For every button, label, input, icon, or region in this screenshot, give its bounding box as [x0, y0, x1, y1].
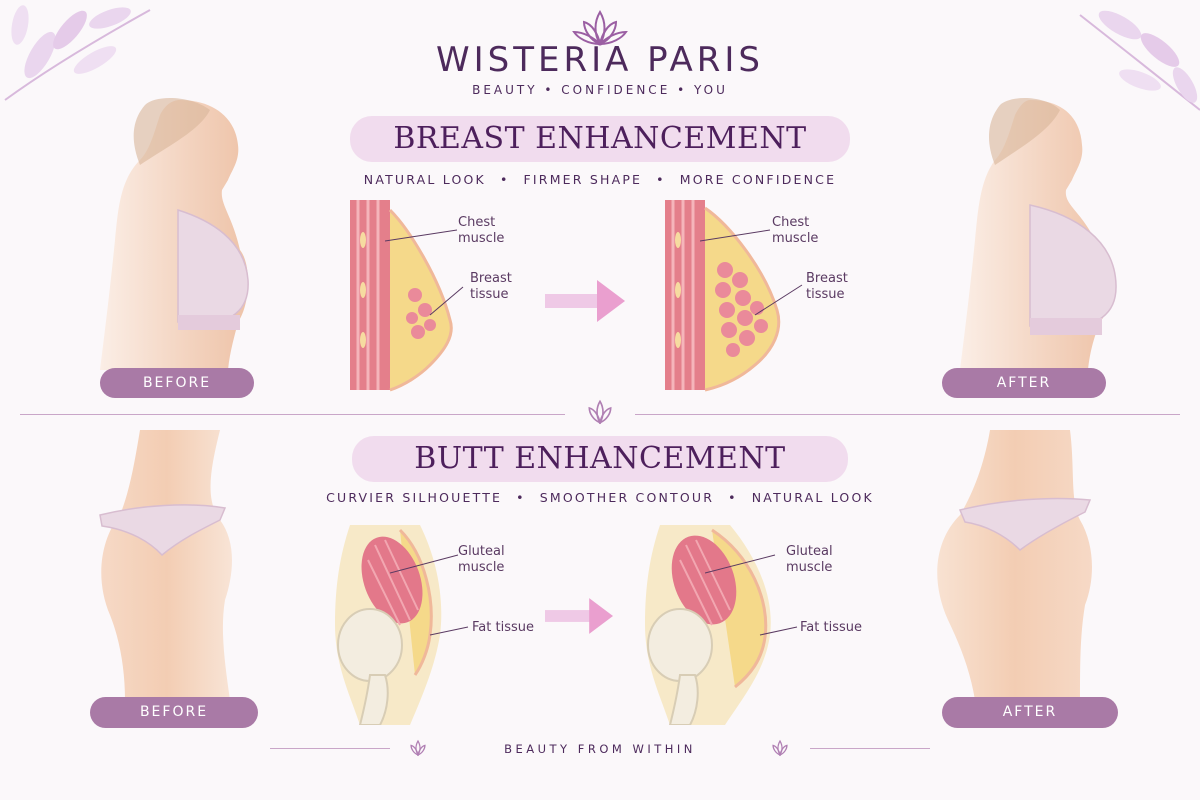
- butt-diagram-after: [645, 525, 771, 725]
- breast-diagram-after: [665, 200, 781, 392]
- chest-muscle-label: Chest muscle: [458, 215, 505, 246]
- breast-before-photo: [100, 98, 249, 370]
- chest-muscle-label: Chest muscle: [772, 215, 819, 246]
- arrow-right-icon: [545, 598, 613, 634]
- feature-item: SMOOTHER CONTOUR: [539, 490, 715, 505]
- butt-after-photo: [937, 430, 1092, 700]
- brand-tagline: BEAUTY • CONFIDENCE • YOU: [472, 83, 728, 97]
- butt-after-label: AFTER: [942, 697, 1118, 728]
- fat-tissue-label: Fat tissue: [800, 620, 862, 635]
- breast-features: NATURAL LOOK • FIRMER SHAPE • MORE CONFIDENC…: [0, 172, 1200, 187]
- lotus-icon: [410, 739, 426, 757]
- feature-item: NATURAL LOOK: [751, 490, 874, 505]
- leaf-branch-icon: [4, 5, 151, 101]
- breast-section-title: BREAST ENHANCEMENT: [350, 116, 850, 162]
- butt-section-title: BUTT ENHANCEMENT: [352, 436, 848, 482]
- butt-features: CURVIER SILHOUETTE • SMOOTHER CONTOUR • NATU…: [0, 490, 1200, 505]
- feature-item: NATURAL LOOK: [363, 172, 486, 187]
- lotus-icon: [572, 10, 628, 46]
- breast-diagram-before: [350, 200, 453, 392]
- lotus-icon: [772, 739, 788, 757]
- brand-name: WISTERIA PARIS: [435, 40, 765, 80]
- feature-item: MORE CONFIDENCE: [679, 172, 837, 187]
- bullet-separator: •: [516, 490, 526, 505]
- breast-after-photo: [960, 98, 1117, 370]
- label-leader-line: [385, 229, 464, 316]
- gluteal-muscle-label: Gluteal muscle: [786, 544, 833, 575]
- label-leader-line: [705, 554, 798, 636]
- label-leader-line: [700, 229, 803, 316]
- breast-tissue-label: Breast tissue: [470, 271, 512, 302]
- breast-tissue-label: Breast tissue: [806, 271, 848, 302]
- bullet-separator: •: [656, 172, 666, 187]
- arrow-right-icon: [545, 280, 625, 322]
- label-leader-line: [390, 554, 469, 636]
- bullet-separator: •: [728, 490, 738, 505]
- footer-slogan: BEAUTY FROM WITHIN: [504, 742, 696, 756]
- butt-diagram-before: [335, 525, 442, 725]
- butt-before-photo: [99, 430, 232, 700]
- section-divider: [635, 414, 1180, 415]
- gluteal-muscle-label: Gluteal muscle: [458, 544, 505, 575]
- bullet-separator: •: [499, 172, 510, 187]
- feature-item: FIRMER SHAPE: [523, 172, 643, 187]
- breast-before-label: BEFORE: [100, 368, 254, 398]
- section-divider: [20, 414, 565, 415]
- lotus-icon: [588, 399, 612, 425]
- footer-divider: [810, 748, 930, 749]
- fat-tissue-label: Fat tissue: [472, 620, 534, 635]
- breast-after-label: AFTER: [942, 368, 1106, 398]
- footer-divider: [270, 748, 390, 749]
- butt-before-label: BEFORE: [90, 697, 258, 728]
- leaf-branch-icon: [1079, 10, 1200, 111]
- feature-item: CURVIER SILHOUETTE: [326, 490, 503, 505]
